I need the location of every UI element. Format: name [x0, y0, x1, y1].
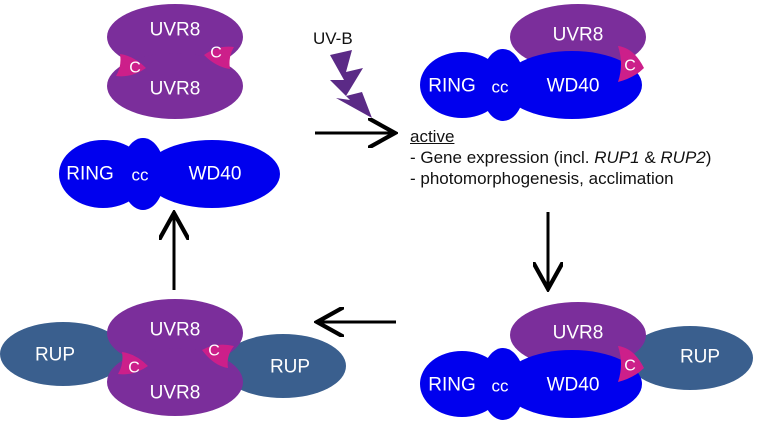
rup2-gene: RUP2 — [660, 148, 706, 167]
cop1-cc-domain — [121, 138, 165, 210]
wd40-label: WD40 — [189, 164, 242, 185]
rup-label: RUP — [270, 357, 310, 378]
c-terminus-tail — [204, 46, 234, 69]
c-label: C — [129, 60, 141, 77]
cop1-wd40-domain — [502, 350, 642, 418]
effect-line1-amp: & — [639, 148, 661, 167]
c-terminus-tail — [618, 46, 644, 82]
c-label: C — [208, 343, 220, 360]
uvr8-label: UVR8 — [150, 320, 201, 341]
ring-label: RING — [66, 164, 114, 185]
rup-label: RUP — [680, 347, 720, 368]
effect-line1-suffix: ) — [705, 148, 712, 167]
c-label: C — [624, 58, 636, 75]
uvr8-label: UVR8 — [150, 79, 201, 100]
active-heading: active — [410, 127, 455, 146]
wd40-label: WD40 — [547, 375, 600, 396]
cop1-free: RING cc WD40 — [59, 138, 280, 210]
cop1-ring-domain — [420, 351, 504, 417]
active-effects-text: active - Gene expression (incl. RUP1 & R… — [410, 126, 750, 189]
c-terminus-tail — [202, 344, 234, 368]
cop1-wd40-domain — [144, 140, 280, 208]
c-terminus-tail — [116, 54, 146, 77]
cop1-wd40-domain — [502, 51, 642, 119]
cc-label: cc — [132, 166, 150, 185]
cop1-ring-domain — [420, 52, 504, 118]
uvr8-cop1-complex-top: UVR8 RING cc WD40 C — [420, 4, 646, 121]
c-terminus-tail — [118, 352, 148, 375]
lightning-icon — [330, 50, 372, 118]
rup-left — [0, 322, 126, 386]
rup-uvr8-dimer-complex: RUP RUP UVR8 UVR8 C C — [0, 299, 346, 416]
effect-gene-expression: - Gene expression (incl. RUP1 & RUP2) — [410, 147, 750, 168]
uvr8-label: UVR8 — [150, 20, 201, 41]
uvr8-dimer-top-left: UVR8 UVR8 C C — [107, 4, 243, 119]
cc-label: cc — [492, 377, 510, 396]
effect-photomorphogenesis: - photomorphogenesis, acclimation — [410, 169, 674, 188]
ring-label: RING — [428, 76, 476, 97]
uvr8-label: UVR8 — [553, 25, 604, 46]
c-terminus-tail — [618, 346, 644, 382]
uvr8-label: UVR8 — [150, 383, 201, 404]
uvb-label: UV-B — [313, 29, 353, 48]
c-label: C — [624, 358, 636, 375]
ring-label: RING — [428, 375, 476, 396]
uvr8-monomer — [510, 4, 646, 70]
uvr8-label: UVR8 — [553, 323, 604, 344]
rup1-gene: RUP1 — [594, 148, 640, 167]
wd40-label: WD40 — [547, 76, 600, 97]
rup-right — [220, 334, 346, 398]
rup-right — [627, 326, 753, 390]
c-label: C — [210, 45, 222, 62]
uvr8-monomer — [510, 302, 646, 368]
rup-label: RUP — [35, 345, 75, 366]
c-label: C — [128, 360, 140, 377]
cc-label: cc — [492, 78, 510, 97]
effect-line1-prefix: - Gene expression (incl. — [410, 148, 595, 167]
uvr8-cop1-rup-complex: UVR8 RING cc WD40 RUP C — [420, 302, 753, 420]
